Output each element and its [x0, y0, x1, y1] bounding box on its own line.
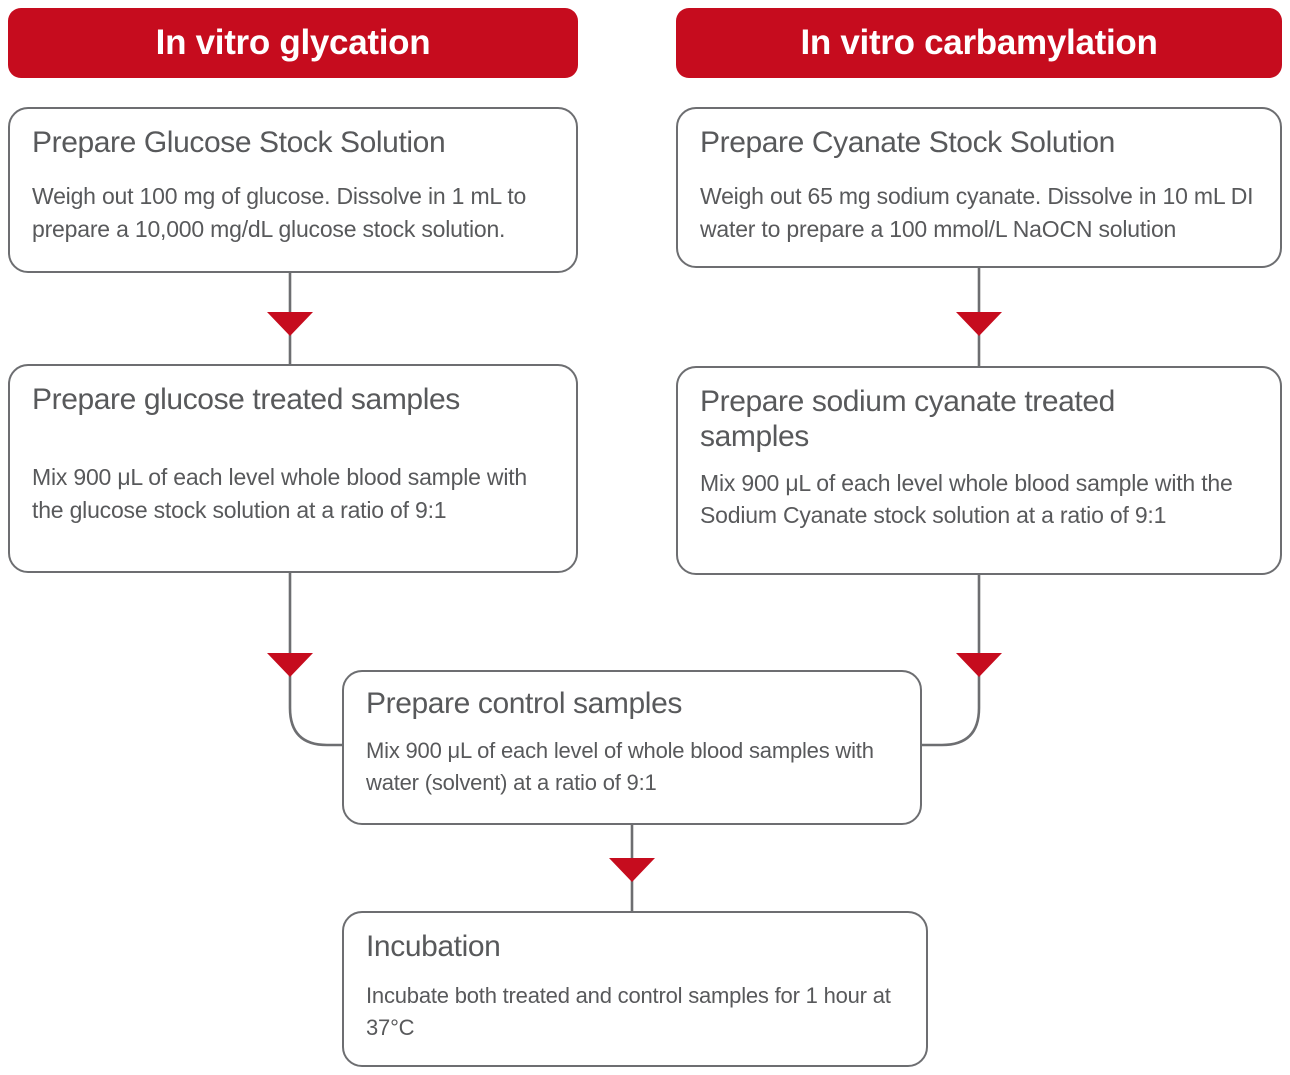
step-title: Prepare control samples	[366, 687, 682, 720]
step-title: Incubation	[366, 930, 501, 963]
step-body: Mix 900 μL of each level whole blood sam…	[700, 469, 1233, 529]
arrow-down-icon	[956, 653, 1002, 677]
step-body: Incubate both treated and control sample…	[366, 983, 891, 1040]
step-title: Prepare sodium cyanate treated samples	[700, 385, 1115, 454]
step-body: Mix 900 μL of each level of whole blood …	[366, 738, 874, 795]
step-glucose-treated-box: Prepare glucose treated samples Mix 900 …	[8, 364, 578, 573]
step-title: Prepare glucose treated samples	[32, 383, 460, 416]
arrow-down-icon	[267, 312, 313, 336]
step-body: Mix 900 μL of each level whole blood sam…	[32, 464, 528, 524]
step-incubation-box: Incubation Incubate both treated and con…	[342, 911, 928, 1067]
arrow-down-icon	[609, 858, 655, 882]
step-cyanate-stock-box: Prepare Cyanate Stock Solution Weigh out…	[676, 107, 1282, 268]
step-glucose-stock-box: Prepare Glucose Stock Solution Weigh out…	[8, 107, 578, 273]
header-carbamylation: In vitro carbamylation	[676, 8, 1282, 78]
step-title: Prepare Cyanate Stock Solution	[700, 126, 1115, 159]
connector-glycation-to-control	[288, 573, 344, 747]
header-glycation: In vitro glycation	[8, 8, 578, 78]
arrow-down-icon	[267, 653, 313, 677]
arrow-down-icon	[956, 312, 1002, 336]
step-title: Prepare Glucose Stock Solution	[32, 126, 446, 159]
step-cyanate-treated-box: Prepare sodium cyanate treated samples M…	[676, 366, 1282, 575]
connector-carbamylation-to-control	[920, 575, 981, 747]
step-control-samples-box: Prepare control samples Mix 900 μL of ea…	[342, 670, 922, 825]
step-body: Weigh out 100 mg of glucose. Dissolve in…	[32, 183, 527, 243]
step-body: Weigh out 65 mg sodium cyanate. Dissolve…	[700, 183, 1254, 243]
